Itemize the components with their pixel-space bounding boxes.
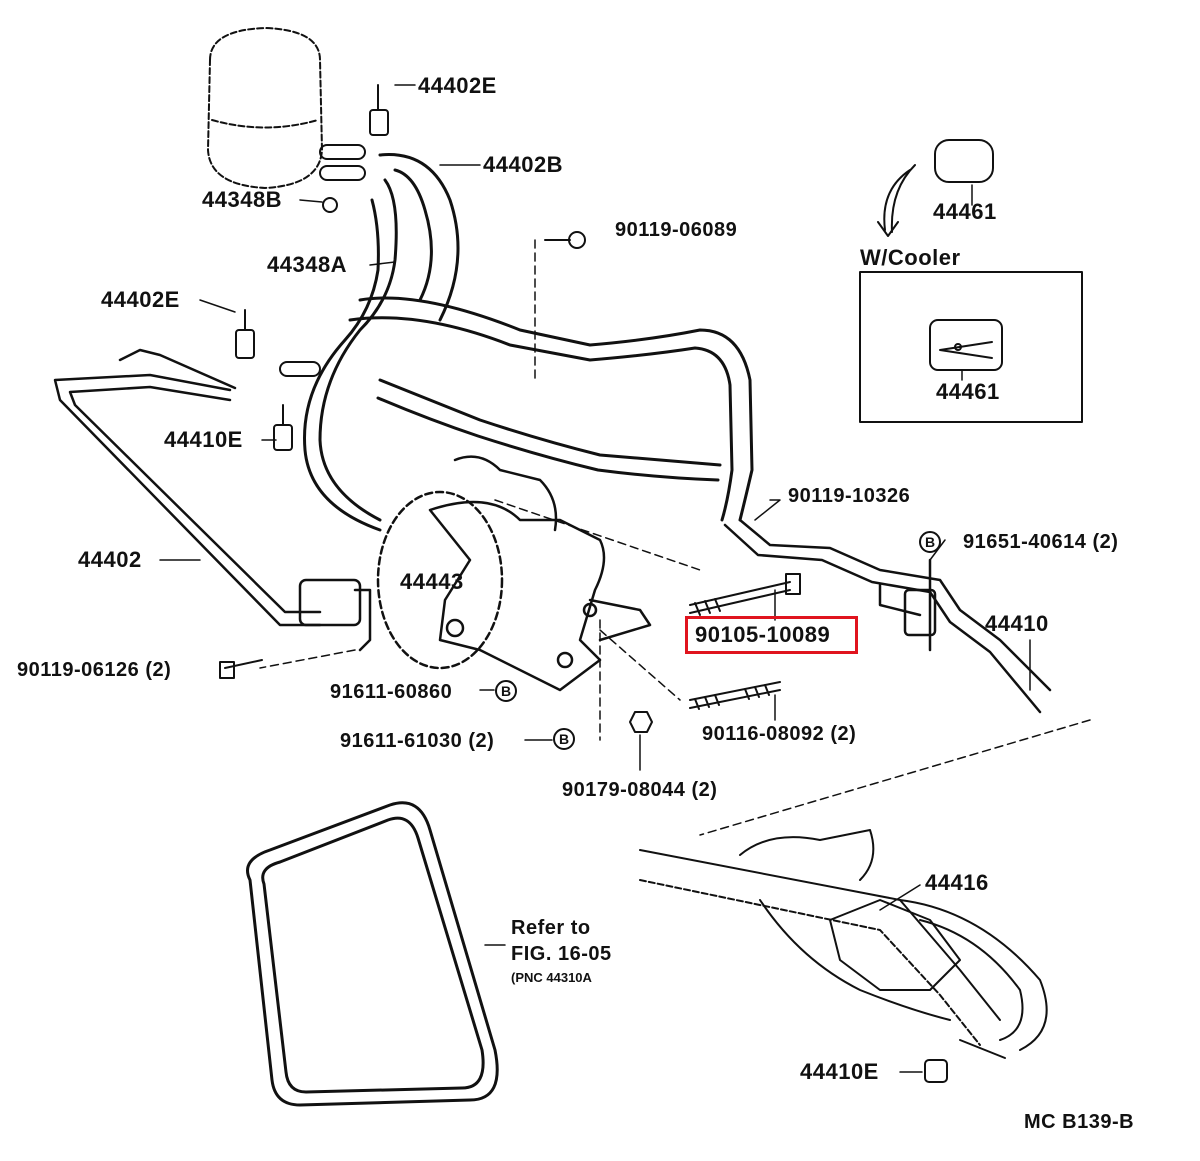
label-44461-top: 44461 bbox=[933, 199, 997, 224]
label-44410: 44410 bbox=[985, 611, 1049, 636]
refer-line-2: FIG. 16-05 bbox=[511, 943, 612, 965]
label-91611-60860: 91611-60860 bbox=[330, 681, 453, 703]
label-90119-10326: 90119-10326 bbox=[788, 485, 911, 507]
hose-stub bbox=[279, 144, 366, 377]
label-44416: 44416 bbox=[925, 870, 989, 895]
leader-lines bbox=[259, 239, 1091, 836]
label-44348A: 44348A bbox=[267, 252, 348, 277]
label-90116-08092: 90116-08092 (2) bbox=[702, 723, 857, 745]
label-90119-06089: 90119-06089 bbox=[615, 219, 738, 241]
stud-90116-08092 bbox=[689, 681, 781, 710]
w-cooler-box bbox=[859, 271, 1083, 423]
label-44461-box: 44461 bbox=[936, 379, 1000, 404]
drive-belt bbox=[246, 801, 499, 1107]
label-90119-06126: 90119-06126 (2) bbox=[17, 659, 172, 681]
label-90179-08044: 90179-08044 (2) bbox=[562, 779, 718, 801]
label-44402: 44402 bbox=[78, 547, 142, 572]
label-w-cooler: W/Cooler bbox=[860, 245, 961, 270]
pressure-pipe-44410 bbox=[723, 518, 1052, 714]
refer-line-3: (PNC 44310A bbox=[511, 970, 592, 985]
bolt-90105-10089 bbox=[689, 573, 801, 616]
label-44410E-mid: 44410E bbox=[164, 427, 243, 452]
refer-line-1: Refer to bbox=[511, 917, 591, 939]
power-steering-pump bbox=[376, 455, 652, 692]
pressure-hose bbox=[348, 296, 754, 522]
callout-b-91611-60860: B bbox=[495, 680, 517, 702]
bolt-90119-06089 bbox=[544, 231, 586, 249]
label-44402E-top: 44402E bbox=[418, 73, 497, 98]
callout-b-91611-61030: B bbox=[553, 728, 575, 750]
steering-gear bbox=[639, 829, 1048, 1083]
return-hose bbox=[303, 153, 460, 532]
cooler-pipe-44402 bbox=[53, 348, 372, 652]
label-44402B: 44402B bbox=[483, 152, 564, 177]
callout-b-91651-40614: B bbox=[919, 531, 941, 553]
highlight-box bbox=[685, 616, 858, 654]
label-91611-61030: 91611-61030 (2) bbox=[340, 730, 495, 752]
diagram-code: MC B139-B bbox=[1024, 1111, 1135, 1133]
reservoir-tank bbox=[207, 27, 323, 189]
label-leaders bbox=[159, 84, 1031, 1073]
nut-90179-08044 bbox=[629, 711, 653, 733]
label-91651-40614: 91651-40614 (2) bbox=[963, 531, 1119, 553]
label-44410E-bottom: 44410E bbox=[800, 1059, 879, 1084]
clamp-44402E bbox=[235, 84, 389, 451]
label-44402E-left: 44402E bbox=[101, 287, 180, 312]
label-90105-10089: 90105-10089 bbox=[695, 622, 831, 647]
label-44443: 44443 bbox=[400, 569, 464, 594]
bolt-90119-06126 bbox=[219, 659, 263, 679]
label-44348B: 44348B bbox=[202, 187, 283, 212]
grommet-44461 bbox=[877, 139, 994, 237]
